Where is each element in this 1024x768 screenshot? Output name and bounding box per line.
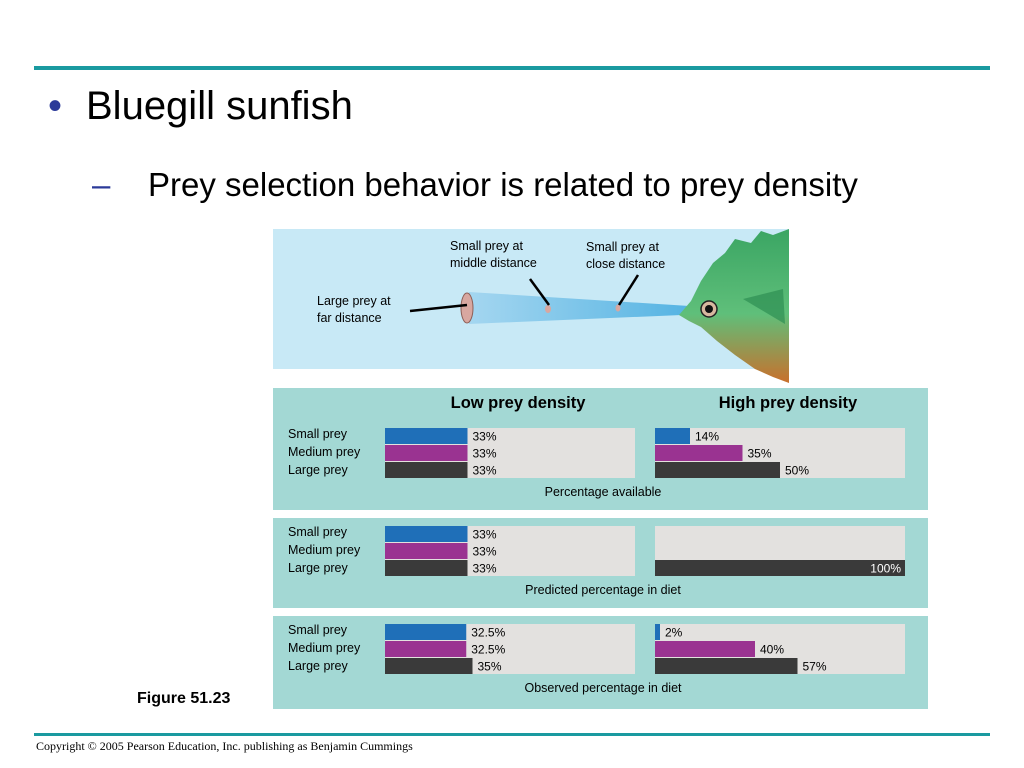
- category-label: Medium prey: [288, 543, 361, 557]
- medium-prey: [545, 305, 551, 313]
- bar: [385, 560, 468, 576]
- data-label: 40%: [760, 643, 784, 657]
- bullet-marker: •: [48, 84, 63, 128]
- dash-marker: –: [92, 166, 111, 203]
- label-far-line1: Large prey at: [317, 294, 391, 308]
- data-label: 57%: [803, 660, 827, 674]
- data-label: 50%: [785, 464, 809, 478]
- bar: [385, 658, 473, 674]
- data-label: 33%: [473, 464, 497, 478]
- category-label: Large prey: [288, 561, 349, 575]
- bar: [655, 641, 755, 657]
- bar: [385, 641, 467, 657]
- leader-close: [617, 274, 640, 306]
- data-label: 35%: [748, 447, 772, 461]
- vision-cone: [469, 292, 705, 324]
- bar: [385, 462, 468, 478]
- fish-illustration: Large prey at far distance Small prey at…: [273, 229, 789, 383]
- category-label: Small prey: [288, 623, 348, 637]
- title-text: Bluegill sunfish: [86, 84, 353, 128]
- bar: [655, 445, 743, 461]
- data-label: 14%: [695, 430, 719, 444]
- fish-body: [679, 229, 789, 383]
- panel-title: Observed percentage in diet: [524, 681, 682, 695]
- label-close-line2: close distance: [586, 257, 665, 271]
- fish-fin: [743, 289, 785, 324]
- data-label: 33%: [473, 562, 497, 576]
- data-label: 32.5%: [471, 643, 505, 657]
- fish-pupil: [705, 305, 713, 313]
- figure-label: Figure 51.23: [137, 690, 231, 707]
- column-title: Low prey density: [451, 394, 587, 412]
- label-close-line1: Small prey at: [586, 240, 659, 254]
- subtitle-text: Prey selection behavior is related to pr…: [148, 166, 858, 203]
- data-label: 33%: [473, 447, 497, 461]
- column-title: High prey density: [719, 394, 858, 412]
- label-mid-line1: Small prey at: [450, 239, 523, 253]
- category-label: Medium prey: [288, 641, 361, 655]
- bar: [385, 445, 468, 461]
- bar: [655, 428, 690, 444]
- bar: [385, 624, 467, 640]
- data-label: 2%: [665, 626, 683, 640]
- category-label: Large prey: [288, 463, 349, 477]
- data-label: 32.5%: [471, 626, 505, 640]
- bar: [655, 624, 660, 640]
- data-label: 100%: [870, 562, 901, 576]
- data-label: 33%: [473, 545, 497, 559]
- data-label: 33%: [473, 430, 497, 444]
- bar: [385, 428, 468, 444]
- bar: [385, 526, 468, 542]
- label-far-line2: far distance: [317, 311, 382, 325]
- category-label: Small prey: [288, 525, 348, 539]
- category-label: Medium prey: [288, 445, 361, 459]
- bar: [385, 543, 468, 559]
- bar: [655, 658, 798, 674]
- category-label: Small prey: [288, 427, 348, 441]
- panel-title: Percentage available: [545, 485, 662, 499]
- data-label: 35%: [478, 660, 502, 674]
- copyright-text: Copyright © 2005 Pearson Education, Inc.…: [36, 739, 413, 753]
- small-prey: [615, 304, 621, 312]
- label-mid-line2: middle distance: [450, 256, 537, 270]
- slide-subtitle: –Prey selection behavior is related to p…: [92, 166, 858, 204]
- bar: [655, 462, 780, 478]
- leader-far: [409, 303, 468, 313]
- bottom-rule: [34, 733, 990, 736]
- data-label: 33%: [473, 528, 497, 542]
- slide-title: • Bluegill sunfish: [48, 84, 353, 129]
- bar: [655, 560, 905, 576]
- category-label: Large prey: [288, 659, 349, 673]
- large-prey: [460, 292, 474, 324]
- panel-title: Predicted percentage in diet: [525, 583, 681, 597]
- top-rule: [34, 66, 990, 70]
- leader-mid: [528, 278, 551, 306]
